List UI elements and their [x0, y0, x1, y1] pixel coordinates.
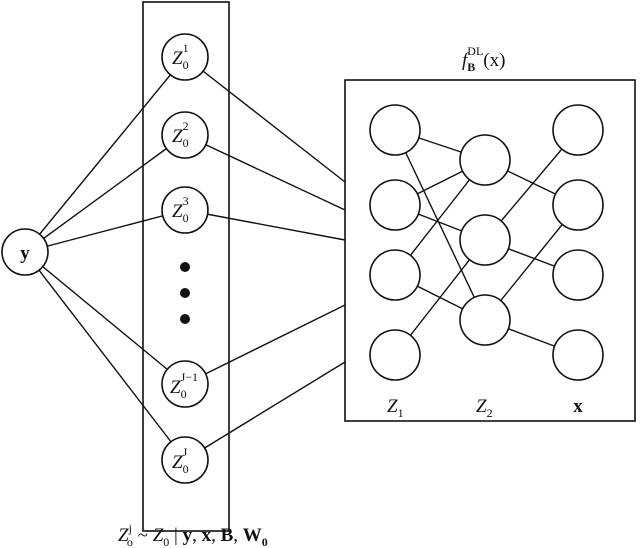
z-node-base: Z [172, 452, 183, 473]
z2-node [459, 134, 511, 186]
edge-y-z2 [24, 134, 186, 253]
dot [180, 288, 190, 298]
z-node-sub: 0 [183, 136, 189, 150]
z1-node [369, 179, 421, 231]
edge-zj1-net [184, 304, 346, 385]
z-node-base: Z [170, 377, 181, 398]
layer-label-z1: Z1 [387, 396, 404, 420]
z-node-circle [161, 360, 209, 408]
f-label-arg: (x) [483, 50, 505, 71]
edge-zj-net [184, 361, 346, 461]
z-node-sup: 3 [183, 194, 189, 208]
z-to-network-edges [184, 56, 346, 461]
z-node-sup: 2 [183, 119, 189, 133]
z1-node [369, 329, 421, 381]
svg-text:Z03: Z0 3 [172, 194, 189, 225]
x-node [552, 249, 604, 301]
y-to-z-edges [24, 56, 186, 461]
z2-node [459, 294, 511, 346]
z-node-2: Z0 2 [161, 111, 209, 159]
layer-z2-nodes [459, 134, 511, 346]
edge-y-zj1 [24, 251, 186, 385]
z-node-circle [161, 111, 209, 159]
dot [180, 262, 190, 272]
z-node-sup: J−1 [181, 370, 198, 384]
x-node [552, 179, 604, 231]
edge-y-zj [24, 251, 186, 461]
z-column-box [142, 1, 230, 532]
net-edge [394, 129, 486, 321]
edge-z3-net [184, 209, 346, 241]
z-node-sup: 1 [183, 41, 189, 55]
ellipsis-dots [180, 262, 190, 324]
layer-label-x: x [573, 396, 583, 417]
svg-text:Z0J: Z0 J [172, 445, 189, 476]
edge-z2-net [184, 134, 346, 211]
svg-text:Z02: Z0 2 [172, 119, 189, 150]
z2-node [459, 214, 511, 266]
edge-z1-net [184, 56, 346, 183]
z-node-base: Z [172, 48, 183, 69]
layer-z1-nodes [369, 104, 421, 381]
layer-label-z2: Z2 [476, 396, 493, 420]
x-node [552, 329, 604, 381]
z-node-circle [161, 436, 209, 484]
layer-x-nodes [552, 104, 604, 381]
z-node-circle [161, 186, 209, 234]
z-node-sub: 0 [183, 58, 189, 72]
z-node-sub: 0 [183, 211, 189, 225]
z-node-j-minus-1: Z0 J−1 [161, 360, 209, 408]
z-node-3: Z0 3 [161, 186, 209, 234]
x-node [552, 104, 604, 156]
z-node-base: Z [172, 201, 183, 222]
network-box [344, 79, 636, 422]
z-node-j: Z0 J [161, 436, 209, 484]
svg-text:Z0J−1: Z0 J−1 [170, 370, 198, 401]
z-node-circle [161, 33, 209, 81]
edge-y-z3 [24, 209, 186, 253]
f-label-f: f [462, 50, 470, 71]
edge-y-z1 [24, 56, 186, 253]
network-function-label: fB DL(x) [462, 44, 505, 74]
y-node [1, 228, 49, 276]
z1-node [369, 104, 421, 156]
f-label-sub: B [467, 60, 475, 74]
z-node-sub: 0 [183, 462, 189, 476]
svg-text:Z01: Z0 1 [172, 41, 189, 72]
y-node-label: y [20, 243, 30, 264]
z-node-sub: 0 [181, 387, 187, 401]
z-node-1: Z0 1 [161, 33, 209, 81]
z-node-base: Z [172, 126, 183, 147]
z-node-sup: J [183, 445, 188, 459]
dot [180, 314, 190, 324]
z1-node [369, 249, 421, 301]
f-label-sup: DL [467, 44, 483, 58]
